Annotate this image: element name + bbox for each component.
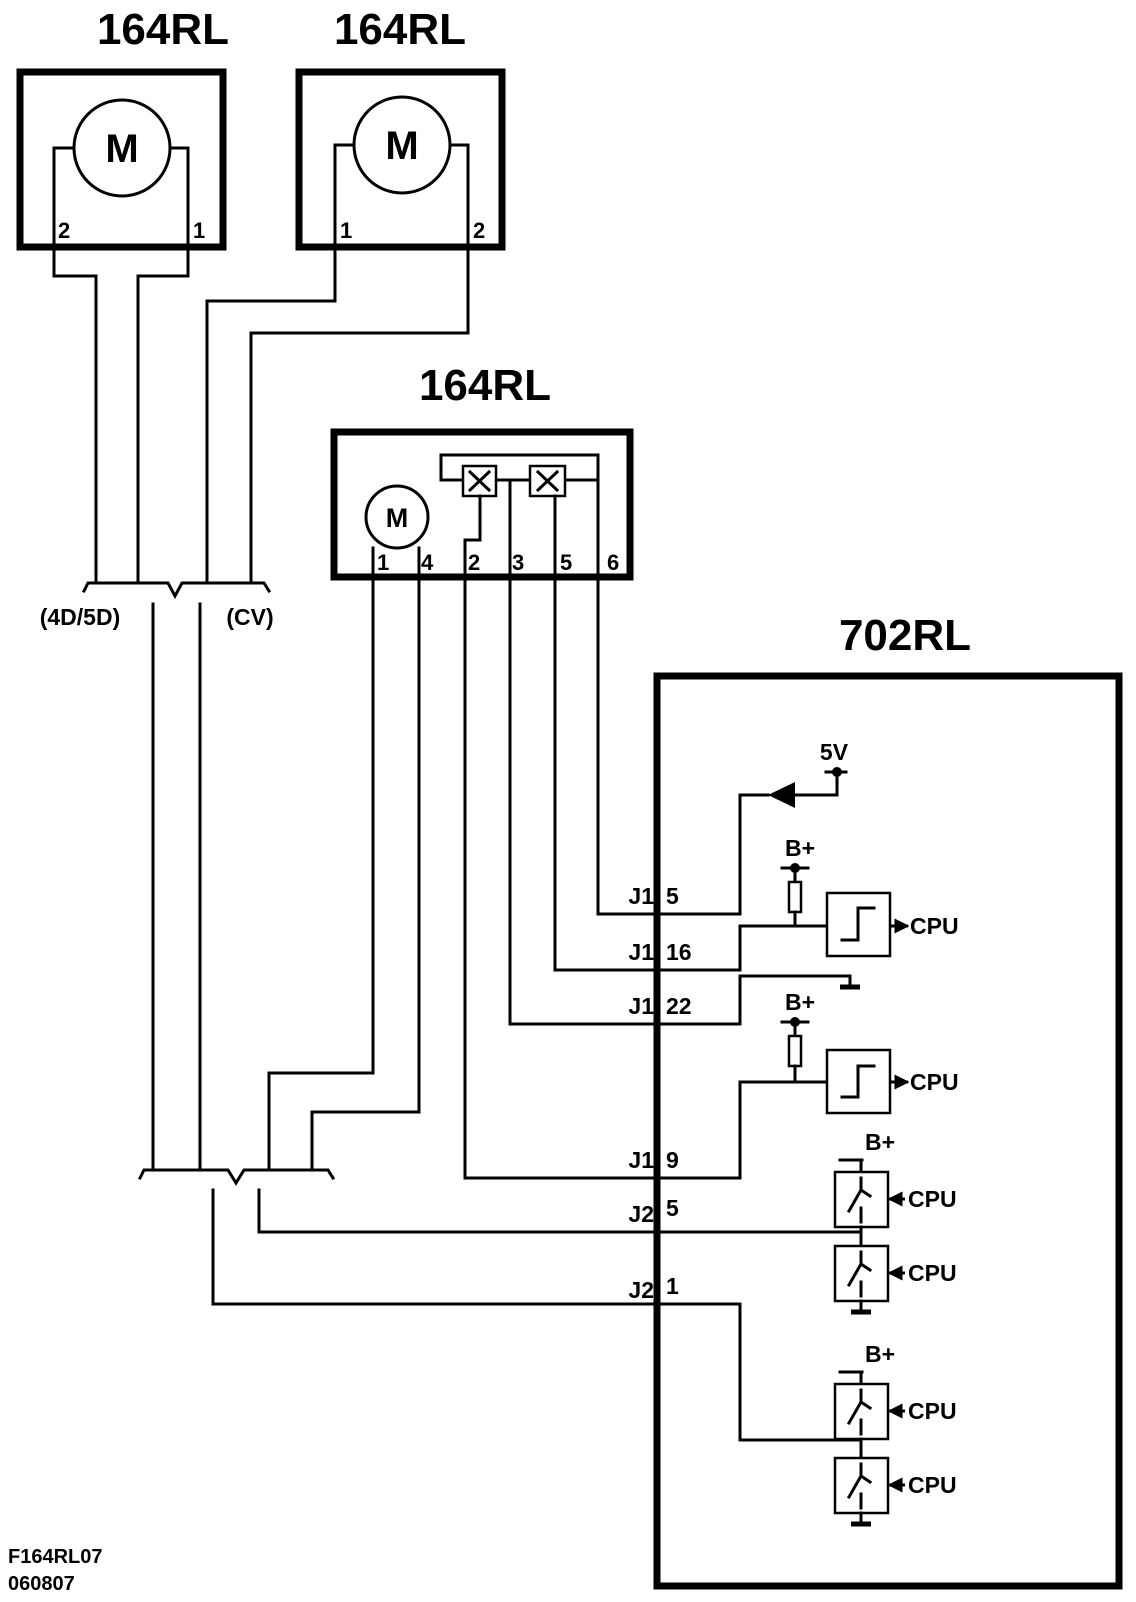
cpu-label-3: CPU [908,1186,957,1212]
conn-j1-9: J1 [628,1147,654,1173]
motor-right-block: 164RL M 1 2 [205,5,506,582]
half-bridge-1: B+ CPU CPU [833,1129,957,1315]
motor-right-pin-2: 2 [473,218,485,243]
ecu-housing [653,672,1123,1590]
motor-right-symbol: M [385,124,418,168]
high-side-switch-1-symbol [846,1176,873,1224]
lower-brace [137,1168,336,1186]
conn-j1-5-pin: 5 [666,883,679,909]
motor-right-pin-1: 1 [340,218,352,243]
five-volt-label: 5V [820,739,849,765]
input-stage-1: B+ CPU [780,835,959,958]
actuator-pin-3: 3 [512,550,524,575]
schmitt-symbol-2 [840,1064,876,1099]
conn-j2-5: J2 [628,1201,654,1227]
conn-j1-16: J1 [628,939,654,965]
half-bridge-2: B+ CPU CPU [833,1341,957,1527]
figure-code: F164RL07 [8,1546,103,1568]
low-side-switch-1-symbol [846,1250,873,1298]
actuator-title: 164RL [419,361,551,410]
actuator-pin-6: 6 [607,550,619,575]
cpu-label-6: CPU [908,1472,957,1498]
conn-j1-5: J1 [628,883,654,909]
five-volt-feed: 5V [768,739,849,808]
ecu-block: 702RL [653,611,1123,1590]
figure-date: 060807 [8,1573,75,1595]
diode-icon [768,782,795,808]
motor-left-wire-2 [52,146,98,582]
actuator-pin-1: 1 [377,550,389,575]
motor-left-block: 164RL M 2 1 [16,5,229,582]
actuator-switch-loop [439,453,600,482]
wire-actuator-4 [310,546,421,1172]
bplus-label-2: B+ [785,989,815,1015]
bplus-label-3: B+ [865,1129,895,1155]
motor-left-pin-2: 2 [58,218,70,243]
actuator-motor-symbol: M [386,503,409,533]
wire-actuator-3-j1-22 [508,478,852,1026]
limit-switch-1-cross [467,469,492,493]
ecu-title: 702RL [839,611,971,660]
motor-right-title: 164RL [334,5,466,54]
high-side-switch-2-symbol [846,1388,873,1436]
motor-right-wire-2 [249,143,470,582]
conn-j2-1: J2 [628,1277,654,1303]
actuator-pin-5: 5 [560,550,572,575]
schmitt-symbol-1 [840,906,876,942]
conn-j1-9-pin: 9 [666,1147,679,1173]
motor-left-pin-1: 1 [193,218,205,243]
cpu-label-2: CPU [910,1069,959,1095]
bplus-label-4: B+ [865,1341,895,1367]
wire-j2-1 [211,1188,863,1442]
five-volt-wire [793,770,839,797]
cpu-label-5: CPU [908,1398,957,1424]
input-stage-2: B+ CPU [780,989,959,1115]
motor-left-wire-1 [136,146,190,582]
pullup-resistor-1-icon [787,880,803,914]
actuator-pin-2: 2 [468,550,480,575]
upper-brace [81,581,272,600]
actuator-motor-icon [364,484,430,550]
group-label-4d5d: (4D/5D) [40,604,121,630]
motor-right-wire-1 [205,143,356,582]
wire-j2-5 [257,1188,863,1234]
motor-left-title: 164RL [97,5,229,54]
conn-j2-5-pin: 5 [666,1195,679,1221]
wire-actuator-5-j1-16 [553,494,829,972]
conn-j2-1-pin: 1 [666,1273,679,1299]
cpu-label-1: CPU [910,913,959,939]
conn-j1-22: J1 [628,993,654,1019]
low-side-switch-2-symbol [846,1462,873,1510]
motor-left-symbol: M [105,127,138,171]
wire-actuator-2-j1-9 [463,494,829,1180]
group-label-cv: (CV) [226,604,273,630]
actuator-pin-4: 4 [421,550,434,575]
conn-j1-22-pin: 22 [666,993,692,1019]
wire-actuator-6-j1-5 [596,468,770,916]
pullup-resistor-2-icon [787,1034,803,1068]
conn-j1-16-pin: 16 [666,939,692,965]
wire-actuator-1 [267,546,375,1172]
ground-j1-22 [840,974,860,990]
cpu-label-4: CPU [908,1260,957,1286]
bplus-label-1: B+ [785,835,815,861]
actuator-block: 164RL M 1 4 2 3 5 6 [330,361,634,581]
limit-switch-2-cross [535,469,560,493]
